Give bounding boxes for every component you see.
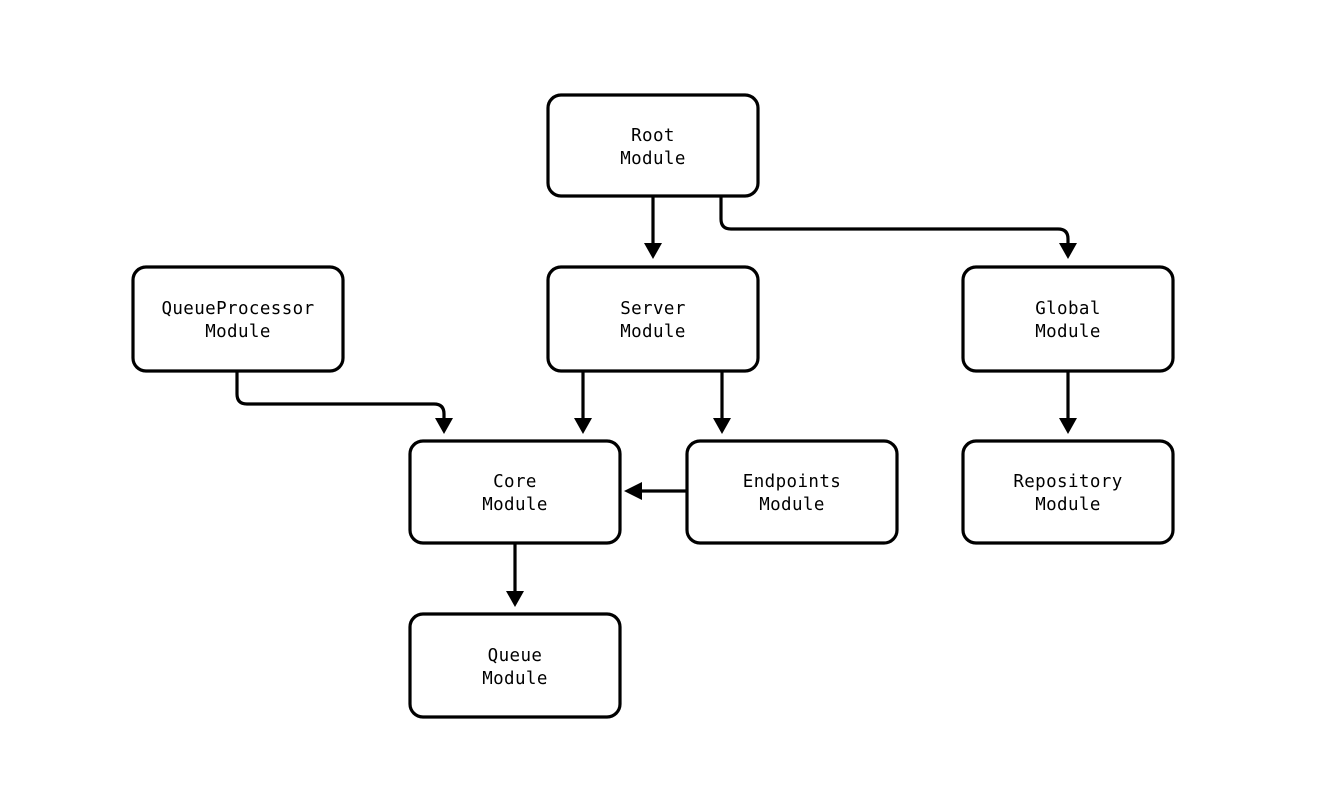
node-layer: Root Module QueueProcessor Module Server… (131, 93, 1175, 719)
edge-root-to-global-arrowhead (1059, 243, 1077, 259)
node-core-module-label-line2: Module (482, 495, 548, 515)
node-root-module-label-line2: Module (620, 149, 686, 169)
node-global-module-box[interactable] (961, 265, 1175, 373)
node-root-module-box[interactable] (546, 93, 760, 198)
node-global-module[interactable]: Global Module (961, 265, 1175, 373)
node-global-module-label-line1: Global (1035, 299, 1101, 319)
node-endpoints-module-label-line2: Module (759, 495, 825, 515)
node-queueprocessor-module-box[interactable] (131, 265, 345, 373)
node-repository-module-box[interactable] (961, 439, 1175, 545)
edge-global-to-repository-arrowhead (1059, 418, 1077, 434)
node-queue-module[interactable]: Queue Module (408, 612, 622, 719)
node-repository-module[interactable]: Repository Module (961, 439, 1175, 545)
edge-root-to-server (644, 196, 662, 259)
edge-queueprocessor-to-core-line (235, 371, 446, 419)
edge-layer (235, 196, 1077, 607)
node-queueprocessor-module-label-line2: Module (205, 322, 271, 342)
node-queue-module-label-line1: Queue (488, 646, 543, 666)
edge-server-to-core (574, 371, 592, 434)
node-root-module-label-line1: Root (631, 126, 675, 146)
edge-server-to-endpoints-arrowhead (713, 418, 731, 434)
edge-queueprocessor-to-core (235, 371, 453, 434)
node-server-module-label-line2: Module (620, 322, 686, 342)
edge-core-to-queue (506, 543, 524, 607)
node-queueprocessor-module[interactable]: QueueProcessor Module (131, 265, 345, 373)
edge-server-to-core-arrowhead (574, 418, 592, 434)
edge-server-to-endpoints (713, 371, 731, 434)
edge-endpoints-to-core-arrowhead (624, 482, 642, 500)
node-core-module-box[interactable] (408, 439, 622, 545)
node-server-module-box[interactable] (546, 265, 760, 373)
node-core-module[interactable]: Core Module (408, 439, 622, 545)
node-global-module-label-line2: Module (1035, 322, 1101, 342)
node-repository-module-label-line1: Repository (1013, 472, 1122, 492)
edge-global-to-repository (1059, 371, 1077, 434)
node-endpoints-module[interactable]: Endpoints Module (685, 439, 899, 545)
edge-queueprocessor-to-core-arrowhead (435, 418, 453, 434)
edge-root-to-global-line (719, 196, 1070, 244)
node-server-module-label-line1: Server (620, 299, 686, 319)
edge-root-to-server-arrowhead (644, 243, 662, 259)
node-core-module-label-line1: Core (493, 472, 537, 492)
edge-root-to-global (719, 196, 1077, 259)
node-server-module[interactable]: Server Module (546, 265, 760, 373)
node-endpoints-module-box[interactable] (685, 439, 899, 545)
node-queueprocessor-module-label-line1: QueueProcessor (161, 299, 314, 319)
node-repository-module-label-line2: Module (1035, 495, 1101, 515)
node-endpoints-module-label-line1: Endpoints (743, 472, 841, 492)
node-queue-module-label-line2: Module (482, 669, 548, 689)
node-root-module[interactable]: Root Module (546, 93, 760, 198)
node-queue-module-box[interactable] (408, 612, 622, 719)
edge-endpoints-to-core (624, 482, 687, 500)
edge-core-to-queue-arrowhead (506, 591, 524, 607)
